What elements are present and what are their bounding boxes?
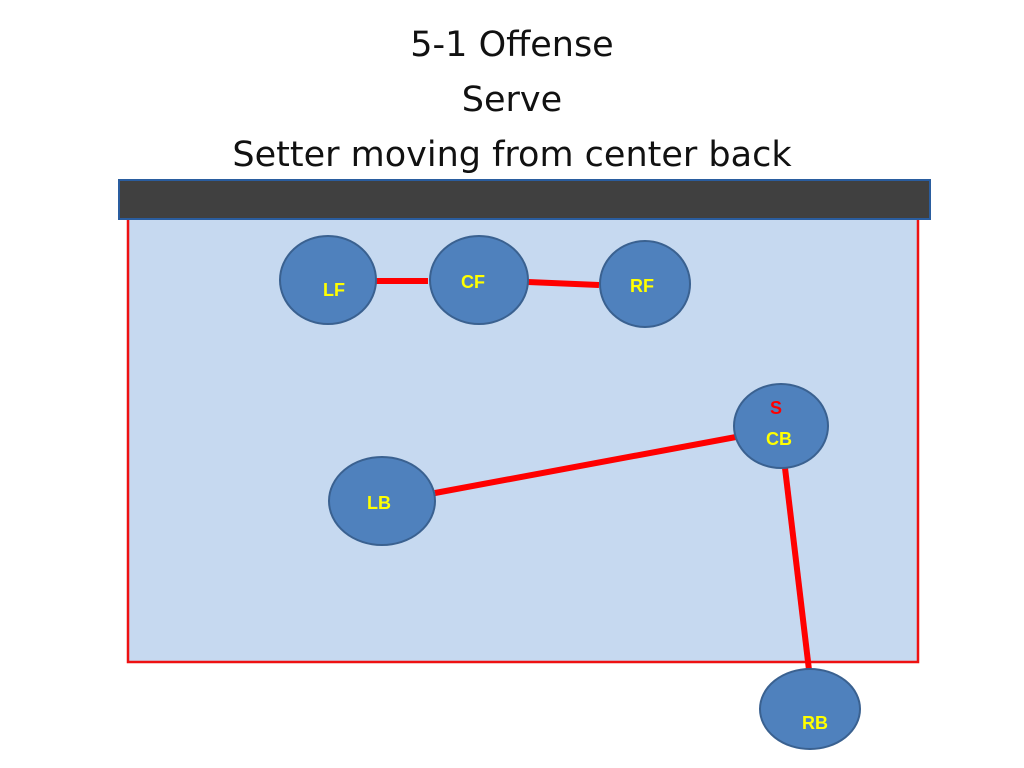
title-description: Setter moving from center back: [232, 135, 792, 175]
player-label: CF: [461, 272, 485, 292]
link-cf-rf: [527, 279, 600, 288]
link-cb-rb: [782, 467, 812, 671]
player-label: CB: [766, 429, 792, 449]
title-phase: Serve: [461, 80, 563, 120]
player-marker: [733, 383, 829, 469]
title-formation: 5-1 Offense: [410, 25, 614, 65]
players: LF CF RF S CB LB RB: [279, 235, 861, 750]
player-marker: [328, 456, 436, 546]
player-rf[interactable]: RF: [599, 240, 691, 328]
player-label: RF: [630, 276, 654, 296]
net-bar: [118, 179, 931, 220]
player-rb[interactable]: RB: [759, 668, 861, 750]
player-label: LF: [323, 280, 345, 300]
player-marker: [759, 668, 861, 750]
player-marker: [429, 235, 529, 325]
link-lb-cb: [434, 434, 737, 496]
player-marker: [599, 240, 691, 328]
rotation-links: [376, 278, 812, 671]
setter-marker-label: S: [770, 398, 782, 418]
player-marker: [279, 235, 377, 325]
player-label: RB: [802, 713, 828, 733]
player-lb[interactable]: LB: [328, 456, 436, 546]
player-cf[interactable]: CF: [429, 235, 529, 325]
player-label: LB: [367, 493, 391, 513]
player-cb[interactable]: S CB: [733, 383, 829, 469]
player-lf[interactable]: LF: [279, 235, 377, 325]
slide-title: 5-1 Offense Serve Setter moving from cen…: [0, 18, 1024, 183]
